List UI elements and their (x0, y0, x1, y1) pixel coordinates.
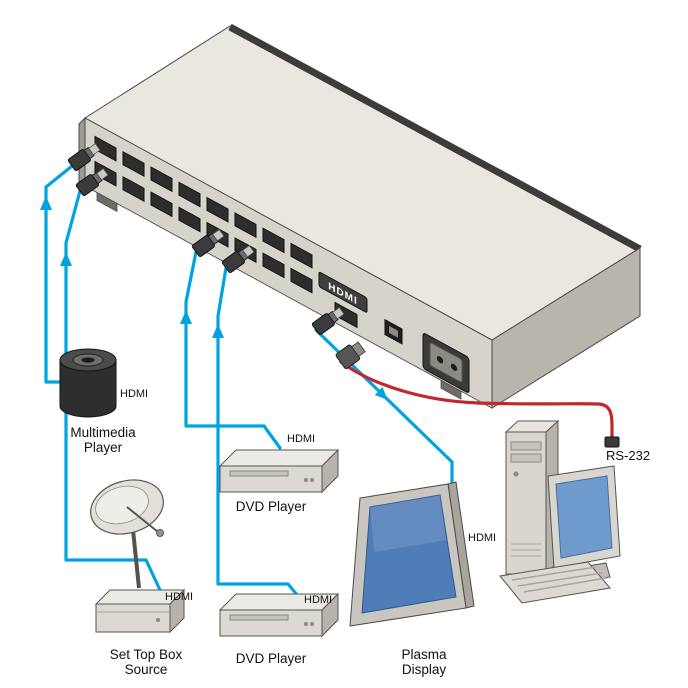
hdmi-port-label-dvd-top: HDMI (287, 433, 315, 445)
hdmi-cable-multimedia-player (44, 164, 74, 384)
set-top-box-button (156, 618, 160, 622)
hdmi-port-label-multimedia: HDMI (120, 388, 148, 400)
flow-arrow-icon (60, 252, 72, 266)
chassis-foot (96, 191, 118, 213)
labels: HDMI HDMI HDMI HDMI HDMI Multimedia Play… (70, 388, 650, 677)
flow-arrow-icon (212, 324, 224, 338)
hdmi-port (262, 252, 285, 279)
hdmi-port (94, 135, 117, 162)
dvd-player-top-label: DVD Player (236, 499, 307, 514)
dvd-player-tray (229, 614, 289, 621)
set-top-box-device (94, 588, 186, 634)
keyboard (499, 561, 611, 604)
plasma-display-label-line2: Display (402, 662, 447, 677)
rs232-connector-icon (335, 341, 366, 370)
hdmi-logo-plate (318, 271, 368, 313)
hdmi-port-label-dvd-bottom: HDMI (304, 594, 332, 606)
rs232-label: RS-232 (606, 448, 650, 463)
dvd-player-button (304, 622, 308, 626)
dvd-player-tray (229, 470, 289, 477)
cables (40, 164, 614, 598)
ethernet-port-inner (389, 325, 398, 338)
multimedia-player-hole (81, 357, 95, 363)
hdmi-port (290, 242, 313, 269)
plasma-screen-glare (370, 495, 446, 552)
hdmi-port (122, 150, 145, 177)
dvd-player-button (304, 478, 308, 482)
computer-device (499, 419, 621, 604)
dvd-player-top-face (218, 449, 340, 467)
dvd-player-button (310, 478, 314, 482)
switcher-back-edge (228, 23, 642, 253)
plasma-screen (361, 494, 457, 614)
power-socket-inner (429, 342, 463, 383)
monitor-screen (555, 475, 613, 559)
dvd-player-bottom-label: DVD Player (236, 651, 307, 666)
hdmi-port (122, 175, 145, 202)
dvd-player-top-device (218, 448, 340, 494)
hdmi-port-label-set-top-box: HDMI (165, 591, 193, 603)
multimedia-player-device (59, 348, 117, 418)
hdmi-port (234, 212, 257, 239)
satellite-dish (90, 479, 164, 589)
keyboard-keys (523, 577, 607, 593)
multimedia-player-body (59, 360, 117, 418)
plasma-display-label-line1: Plasma (401, 647, 447, 662)
hdmi-port (150, 166, 173, 193)
hdmi-cable-set-top-box (64, 189, 162, 592)
hdmi-port (290, 267, 313, 294)
flow-arrow-icon (180, 310, 192, 324)
dish-feed-arm (126, 506, 159, 533)
dvd-player-bottom-device (218, 592, 340, 638)
dish-lnb (156, 529, 164, 537)
multimedia-player-label-line1: Multimedia (70, 425, 136, 440)
hdmi-port (178, 206, 201, 233)
hdmi-cable-dvd-player-top (184, 250, 282, 450)
hdmi-port (150, 191, 173, 218)
plasma-display-device (349, 481, 475, 627)
flow-arrow-icon (40, 196, 52, 210)
switcher-front-panel: HDMI (84, 117, 493, 409)
hdmi-port-grid (94, 135, 313, 294)
hdmi-port (262, 227, 285, 254)
power-pin (450, 363, 458, 371)
chassis-foot (440, 379, 462, 400)
hdmi-port-label-plasma: HDMI (468, 532, 496, 544)
set-top-box-front (95, 603, 171, 633)
rs232-end-connector (604, 436, 620, 448)
dish-stand (131, 529, 141, 589)
multimedia-player-label-line2: Player (84, 440, 123, 455)
hdmi-plugs (67, 140, 366, 370)
rs232-cable (339, 360, 614, 444)
keyboard-keys (511, 566, 597, 581)
hdmi-cable-dvd-player-bottom (216, 266, 300, 598)
tower-front (505, 431, 547, 575)
hdmi-port (206, 196, 229, 223)
tower-power-button (513, 471, 519, 477)
tower-drive-bay (510, 453, 542, 463)
power-pin (436, 356, 444, 364)
keyboard-keys (517, 572, 603, 587)
hdmi-matrix-switcher: HDMI (78, 23, 642, 409)
flow-arrow-icon (374, 387, 388, 400)
set-top-box-label-line2: Source (125, 662, 168, 677)
set-top-box-label-line1: Set Top Box (110, 647, 183, 662)
dvd-player-button (310, 622, 314, 626)
hdmi-port (178, 181, 201, 208)
tower-drive-bay (510, 441, 542, 451)
